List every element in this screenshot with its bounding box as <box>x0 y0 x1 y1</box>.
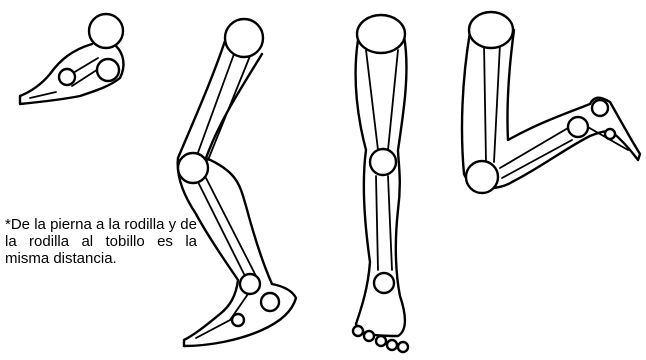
hip-joint <box>357 15 405 53</box>
knee-joint <box>370 149 396 175</box>
toe-joint-5 <box>398 342 408 352</box>
foreshortened-leg <box>20 14 123 104</box>
hip-joint <box>225 19 263 57</box>
ankle-joint <box>568 117 588 137</box>
toe-joint-2 <box>364 331 374 341</box>
heel-joint <box>592 100 608 116</box>
knee-joint <box>466 161 498 193</box>
front-straight-leg <box>353 15 408 352</box>
toe-joint-3 <box>376 336 386 346</box>
toe-joint-4 <box>387 340 397 350</box>
knee-joint <box>97 59 119 81</box>
toe-joint-1 <box>353 326 363 336</box>
hip-joint <box>469 12 513 48</box>
ankle-joint <box>240 274 260 294</box>
ankle-joint <box>374 273 394 293</box>
heel-joint <box>261 293 279 311</box>
ankle-joint <box>59 69 75 85</box>
knee-joint <box>178 153 208 183</box>
side-walking-leg <box>178 19 296 346</box>
toe-joint <box>232 314 244 326</box>
proportion-note: *De la pierna a la rodilla y de la rodil… <box>5 216 197 267</box>
toe-joint <box>605 129 615 139</box>
hip-joint <box>89 14 123 48</box>
bent-knee-leg <box>462 12 640 193</box>
